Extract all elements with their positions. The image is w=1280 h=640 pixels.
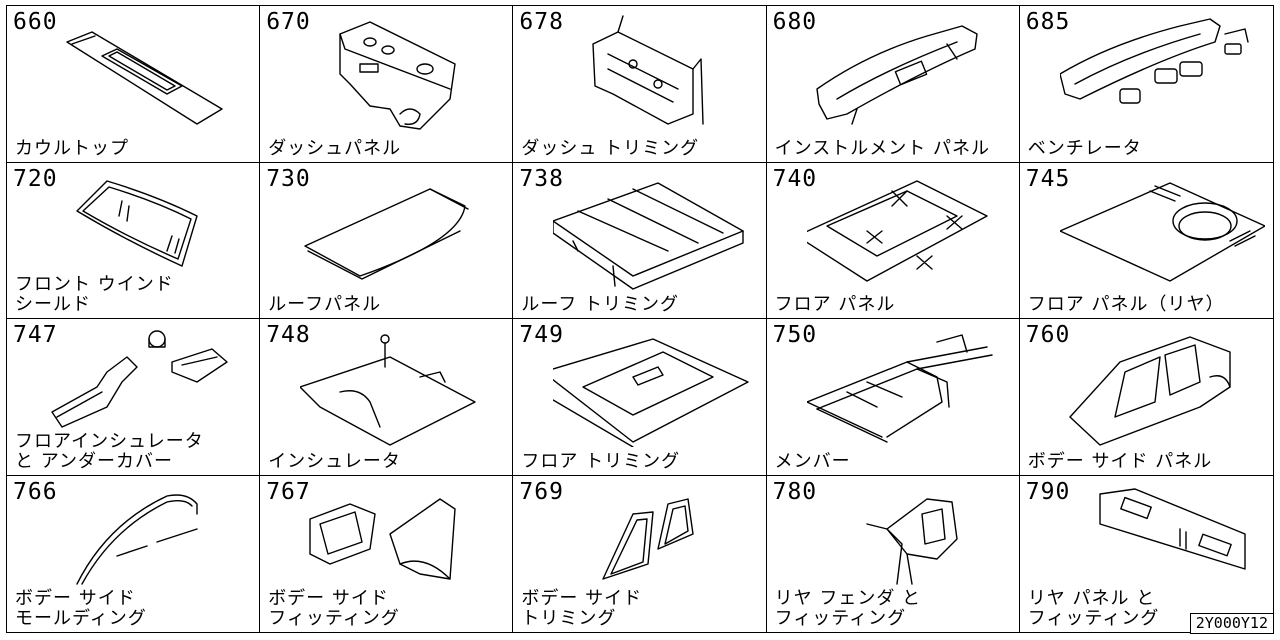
part-name: リヤ パネル と フィッティング bbox=[1027, 588, 1160, 629]
part-cell-745[interactable]: 745 フロア パネル（リヤ） bbox=[1019, 163, 1273, 319]
part-code: 747 bbox=[13, 322, 58, 348]
dash-trimming-icon bbox=[592, 15, 705, 125]
part-code: 745 bbox=[1025, 165, 1071, 192]
part-code: 760 bbox=[1025, 322, 1071, 348]
body-side-fitting-icon bbox=[309, 497, 456, 580]
rear-fender-icon bbox=[865, 497, 958, 585]
part-cell-747[interactable]: 747 フロアインシュレータ と アンダーカバー bbox=[7, 319, 261, 476]
body-side-molding-icon bbox=[76, 493, 198, 585]
part-cell-767[interactable]: 767 ボデー サイド フィッティング bbox=[260, 475, 514, 632]
part-cell-769[interactable]: 769 ボデー サイド トリミング bbox=[513, 475, 767, 632]
ventilator-icon bbox=[1059, 18, 1249, 104]
part-name: フロアインシュレータ と アンダーカバー bbox=[15, 430, 204, 472]
part-name: フロア パネル（リヤ） bbox=[1027, 294, 1225, 315]
part-cell-720[interactable]: 720 フロント ウインド シールド bbox=[7, 162, 261, 319]
part-code: 685 bbox=[1025, 9, 1071, 35]
part-name: インストルメント パネル bbox=[774, 137, 990, 159]
part-name: フロント ウインド シールド bbox=[15, 274, 174, 315]
part-name: ボデー サイド トリミング bbox=[521, 588, 643, 629]
part-name: ルーフ トリミング bbox=[521, 294, 680, 315]
part-name: ボデー サイド フィッティング bbox=[268, 588, 400, 629]
part-code: 790 bbox=[1025, 478, 1071, 505]
part-cell-750[interactable]: 750 メンバー bbox=[766, 319, 1020, 476]
part-code: 749 bbox=[519, 322, 564, 348]
part-code: 738 bbox=[519, 165, 564, 192]
part-name: カウルトップ bbox=[15, 137, 129, 159]
part-code: 766 bbox=[13, 478, 58, 505]
part-code: 750 bbox=[772, 322, 818, 348]
part-name: リヤ フェンダ と フィッティング bbox=[774, 588, 922, 629]
roof-panel-icon bbox=[304, 187, 469, 280]
cowl-top-icon bbox=[66, 31, 223, 125]
part-cell-740[interactable]: 740 フロア パネル bbox=[766, 162, 1020, 319]
insulator-icon bbox=[300, 334, 476, 446]
part-code: 769 bbox=[519, 478, 564, 505]
part-code: 740 bbox=[772, 165, 818, 192]
part-code: 670 bbox=[266, 9, 311, 35]
roof-trimming-icon bbox=[553, 181, 745, 290]
part-name: ダッシュ トリミング bbox=[521, 137, 700, 159]
part-name: インシュレータ bbox=[268, 450, 401, 472]
part-name: フロア トリミング bbox=[521, 450, 681, 472]
rear-panel-icon bbox=[1099, 487, 1246, 570]
floor-panel-icon bbox=[806, 179, 988, 282]
part-cell-660[interactable]: 660 カウルトップ bbox=[7, 6, 261, 163]
floor-trimming-icon bbox=[553, 338, 750, 447]
part-code: 748 bbox=[266, 322, 311, 348]
windshield-icon bbox=[76, 179, 198, 267]
part-cell-748[interactable]: 748 インシュレータ bbox=[260, 319, 514, 476]
part-cell-749[interactable]: 749 フロア トリミング bbox=[513, 319, 767, 476]
part-cell-670[interactable]: 670 ダッシュパネル bbox=[260, 6, 514, 163]
part-code: 730 bbox=[266, 165, 311, 192]
part-name: フロア パネル bbox=[774, 294, 896, 315]
part-cell-678[interactable]: 678 ダッシュ トリミング bbox=[513, 6, 767, 163]
part-code: 660 bbox=[13, 9, 58, 35]
member-frame-icon bbox=[806, 334, 993, 443]
part-cell-780[interactable]: 780 リヤ フェンダ と フィッティング bbox=[767, 475, 1020, 632]
floor-insulator-icon bbox=[51, 330, 228, 428]
part-cell-760[interactable]: 760 ボデー サイド パネル bbox=[1019, 319, 1273, 476]
dash-panel-icon bbox=[339, 21, 456, 130]
part-cell-680[interactable]: 680 インストルメント パネル bbox=[766, 6, 1020, 163]
instrument-panel-icon bbox=[815, 25, 978, 125]
body-side-panel-icon bbox=[1069, 336, 1231, 446]
part-name: ベンチレータ bbox=[1027, 137, 1142, 159]
body-side-trimming-icon bbox=[602, 497, 695, 580]
part-name: メンバー bbox=[774, 450, 851, 472]
part-name: ダッシュパネル bbox=[268, 137, 402, 159]
part-cell-738[interactable]: 738 ルーフ トリミング bbox=[513, 162, 767, 319]
parts-index-grid: 660 カウルトップ 670 ダッシュパネル 678 ダッシュ トリミング bbox=[6, 5, 1274, 633]
part-name: ボデー サイド モールディング bbox=[15, 588, 147, 629]
part-name: ボデー サイド パネル bbox=[1027, 450, 1213, 472]
part-name: ルーフパネル bbox=[268, 294, 382, 315]
drawing-reference-number: 2Y000Y12 bbox=[1189, 613, 1274, 634]
rear-floor-panel-icon bbox=[1059, 181, 1265, 282]
part-code: 780 bbox=[772, 478, 818, 505]
part-code: 680 bbox=[772, 9, 818, 35]
part-cell-685[interactable]: 685 ベンチレータ bbox=[1019, 6, 1273, 163]
part-cell-790[interactable]: 790 リヤ パネル と フィッティング bbox=[1020, 476, 1273, 633]
part-cell-730[interactable]: 730 ルーフパネル bbox=[260, 162, 514, 319]
part-code: 767 bbox=[266, 478, 311, 505]
part-code: 720 bbox=[13, 165, 58, 192]
part-cell-766[interactable]: 766 ボデー サイド モールディング bbox=[7, 475, 261, 632]
part-code: 678 bbox=[519, 9, 564, 35]
